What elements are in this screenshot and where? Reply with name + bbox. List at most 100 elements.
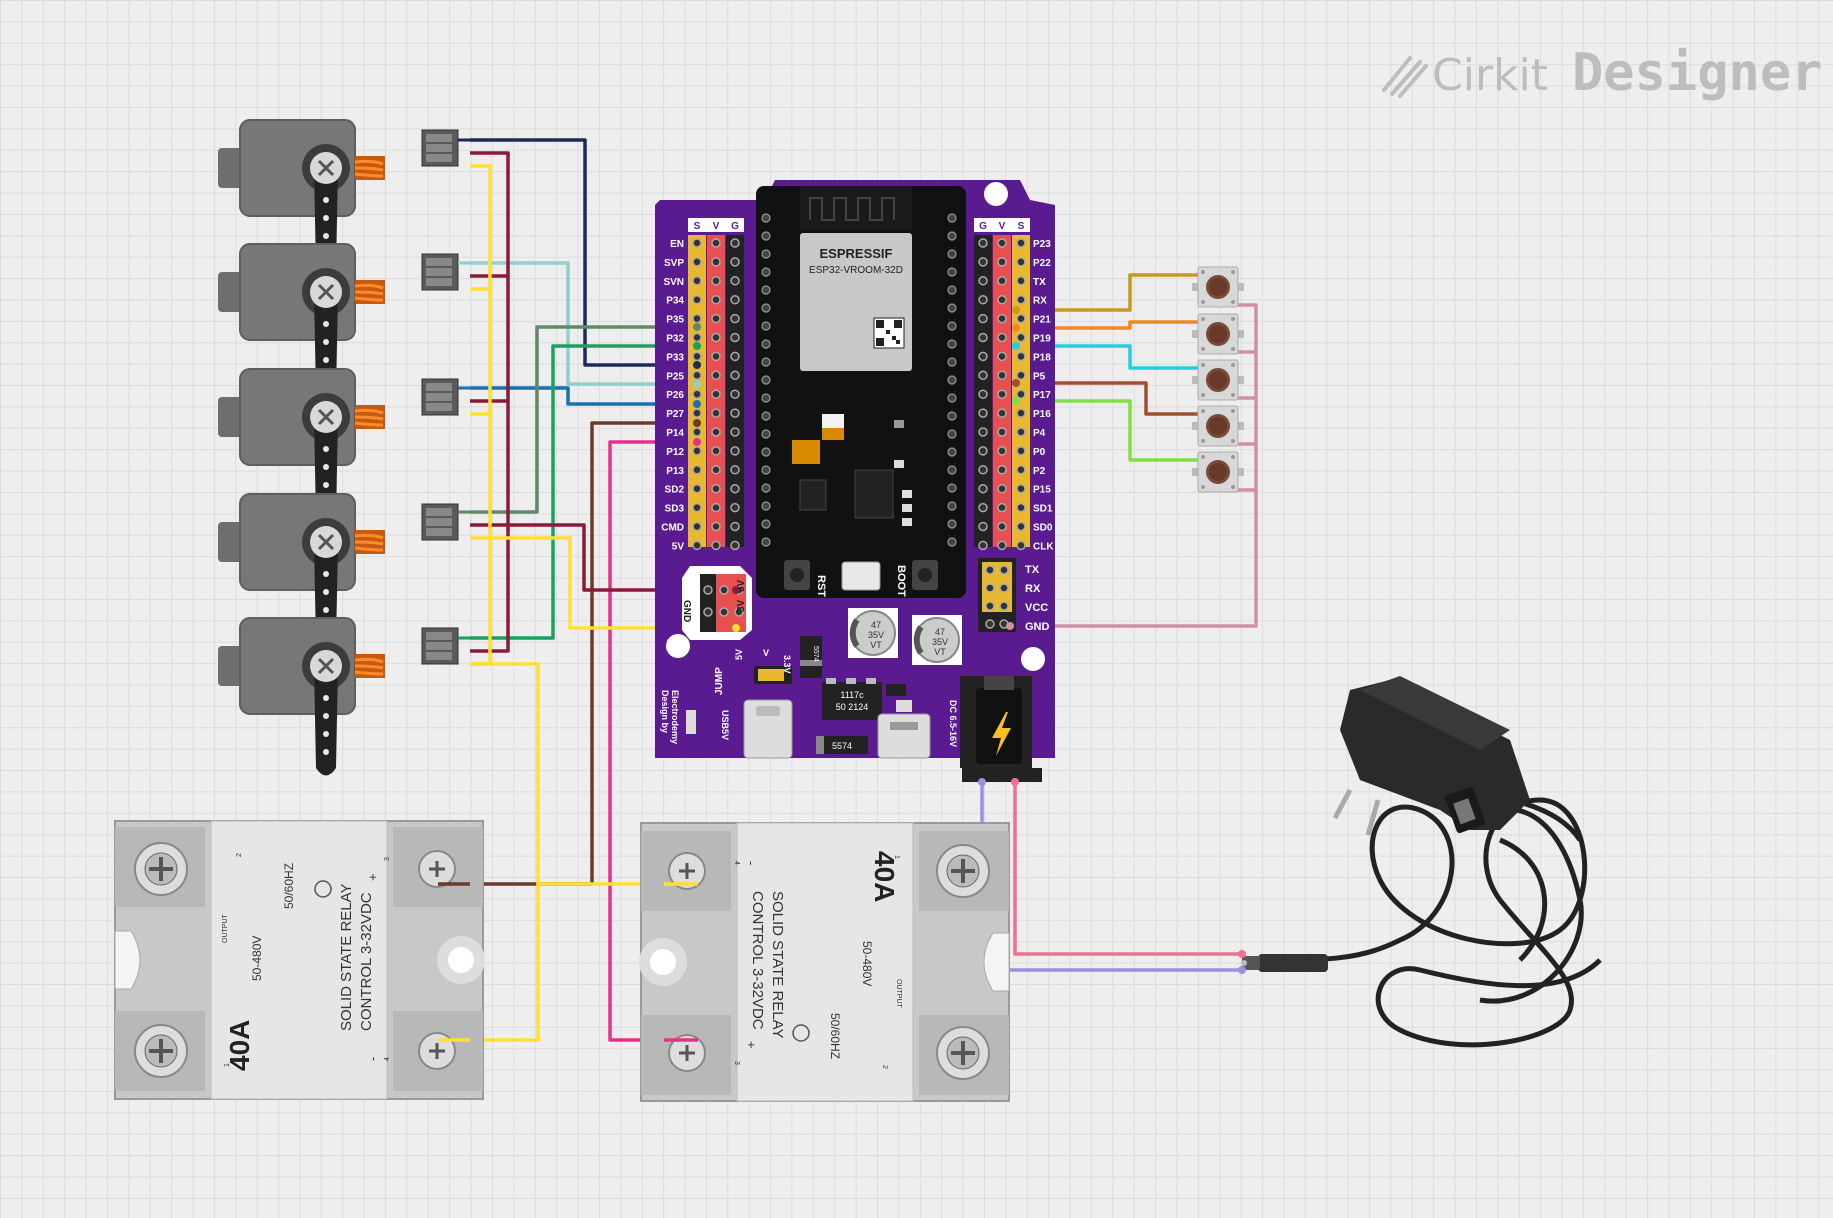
right-header-pin-p19-v[interactable] — [997, 332, 1007, 343]
left-header-pin-p33-s[interactable] — [692, 351, 702, 362]
right-header-pin-sd1-v[interactable] — [997, 502, 1007, 513]
dc-barrel-jack[interactable] — [960, 676, 1042, 782]
left-header-pin-svn-g[interactable] — [730, 276, 740, 286]
right-header-pin-p2-g[interactable] — [978, 465, 988, 475]
left-header-pin-en-g[interactable] — [730, 238, 740, 248]
wire-button5[interactable] — [1016, 399, 1205, 462]
push-button-5[interactable] — [1191, 451, 1245, 493]
left-header-pin-5v-v[interactable] — [711, 540, 721, 551]
right-header-pin-tx-s[interactable] — [1016, 276, 1026, 286]
left-header-pin-en-v[interactable] — [711, 238, 721, 248]
wire-button-gnd-rail[interactable] — [1010, 303, 1258, 628]
wire-servo5-signal[interactable] — [470, 344, 696, 640]
right-header-pin-p5-s[interactable] — [1016, 370, 1026, 381]
right-header-pin-p15-v[interactable] — [997, 483, 1007, 494]
left-header-pin-sd3-s[interactable] — [692, 502, 702, 513]
left-header-pin-p27-v[interactable] — [711, 408, 721, 418]
wire-dc-negative[interactable] — [980, 780, 1242, 972]
micro-usb-bottom[interactable] — [877, 713, 931, 759]
wire-button1[interactable] — [1016, 273, 1205, 312]
right-header-pin-p0-s[interactable] — [1016, 446, 1026, 456]
right-header-pin-p16-v[interactable] — [997, 408, 1007, 418]
left-header-pin-p13-g[interactable] — [730, 465, 740, 475]
left-header-pin-p25-v[interactable] — [711, 370, 721, 381]
right-header-pin-rx-g[interactable] — [978, 294, 988, 305]
left-header-pin-p27-s[interactable] — [692, 408, 702, 418]
wire-servo2-signal[interactable] — [470, 261, 696, 386]
usb5v-switch[interactable] — [686, 710, 696, 734]
right-header-pin-p0-g[interactable] — [978, 446, 988, 456]
left-header-pin-p34-g[interactable] — [730, 294, 740, 305]
right-header-pin-sd0-g[interactable] — [978, 521, 988, 532]
right-header-pin-p4-v[interactable] — [997, 427, 1007, 437]
servo-connector-5[interactable] — [421, 627, 459, 665]
usb-c-port[interactable] — [743, 699, 793, 759]
push-button-3[interactable] — [1191, 359, 1245, 401]
wire-dc-positive[interactable] — [1013, 780, 1242, 956]
right-header-pin-sd1-g[interactable] — [978, 502, 988, 513]
right-header-pin-p23-v[interactable] — [997, 238, 1007, 248]
left-header-pin-p34-v[interactable] — [711, 294, 721, 305]
right-header-pin-p5-v[interactable] — [997, 370, 1007, 381]
left-header-pin-sd3-v[interactable] — [711, 502, 721, 513]
right-header-pin-p18-g[interactable] — [978, 351, 988, 362]
left-header-pin-svp-s[interactable] — [692, 257, 702, 267]
right-header-pin-p16-g[interactable] — [978, 408, 988, 418]
right-header-pin-p16-s[interactable] — [1016, 408, 1026, 418]
left-header-pin-p26-v[interactable] — [711, 389, 721, 399]
right-header-pin-p21-v[interactable] — [997, 313, 1007, 324]
left-header-pin-p13-v[interactable] — [711, 465, 721, 475]
left-header-pin-sd2-g[interactable] — [730, 483, 740, 494]
right-header-pin-p21-g[interactable] — [978, 313, 988, 324]
push-button-4[interactable] — [1191, 405, 1245, 447]
right-header-pin-clk-s[interactable] — [1016, 540, 1026, 551]
wire-servo4-signal[interactable] — [470, 325, 696, 514]
right-header-pin-p17-g[interactable] — [978, 389, 988, 399]
wire-button3[interactable] — [1016, 344, 1205, 370]
left-header-pin-p13-s[interactable] — [692, 465, 702, 475]
left-header-pin-p33-g[interactable] — [730, 351, 740, 362]
esp32-shield-board[interactable]: ESPRESSIF ESP32-VROOM-32D — [655, 180, 1055, 782]
solid-state-relay-2[interactable]: 40A SOLID STATE RELAY CONTROL 3-32VDC 50… — [637, 821, 1011, 1103]
left-header-pin-p26-s[interactable] — [692, 389, 702, 399]
wire-servo4-gnd[interactable] — [470, 536, 736, 630]
wire-servo1-signal[interactable] — [470, 138, 696, 367]
right-header-pin-p21-s[interactable] — [1016, 313, 1026, 324]
left-header-pin-cmd-v[interactable] — [711, 521, 721, 532]
right-header-pin-p4-s[interactable] — [1016, 427, 1026, 437]
right-header-pin-p2-s[interactable] — [1016, 465, 1026, 475]
servo-connector-1[interactable] — [421, 129, 459, 167]
left-header-pin-p35-v[interactable] — [711, 313, 721, 324]
push-button-2[interactable] — [1191, 313, 1245, 355]
wire-button2[interactable] — [1016, 320, 1205, 330]
left-header-pin-p25-g[interactable] — [730, 370, 740, 381]
right-header-pin-p19-g[interactable] — [978, 332, 988, 343]
left-header-pin-svn-s[interactable] — [692, 276, 702, 286]
right-header-pin-rx-v[interactable] — [997, 294, 1007, 305]
left-header-pin-p35-g[interactable] — [730, 313, 740, 324]
right-header-pin-tx-v[interactable] — [997, 276, 1007, 286]
right-header-pin-clk-v[interactable] — [997, 540, 1007, 551]
servo-connector-4[interactable] — [421, 503, 459, 541]
left-header-pin-cmd-s[interactable] — [692, 521, 702, 532]
wire-button4[interactable] — [1016, 381, 1205, 416]
left-header-pin-svn-v[interactable] — [711, 276, 721, 286]
right-header-pin-sd1-s[interactable] — [1016, 502, 1026, 513]
left-header-pin-sd2-v[interactable] — [711, 483, 721, 494]
right-header-pin-p17-v[interactable] — [997, 389, 1007, 399]
left-header-pin-p14-s[interactable] — [692, 427, 702, 437]
left-header-pin-5v-g[interactable] — [730, 540, 740, 551]
left-header-pin-p14-v[interactable] — [711, 427, 721, 437]
left-header-pin-p12-g[interactable] — [730, 446, 740, 456]
right-header-pin-p15-g[interactable] — [978, 483, 988, 494]
left-header-pin-svp-g[interactable] — [730, 257, 740, 267]
right-header-pin-p22-v[interactable] — [997, 257, 1007, 267]
left-header-pin-5v-s[interactable] — [692, 540, 702, 551]
power-header[interactable] — [682, 566, 752, 640]
left-header-pin-sd2-s[interactable] — [692, 483, 702, 494]
wire-relay-gnd[interactable] — [438, 662, 540, 1042]
left-header-pin-p14-g[interactable] — [730, 427, 740, 437]
right-header-pin-sd0-v[interactable] — [997, 521, 1007, 532]
micro-usb-port[interactable] — [841, 561, 881, 591]
servo-connector-3[interactable] — [421, 378, 459, 416]
